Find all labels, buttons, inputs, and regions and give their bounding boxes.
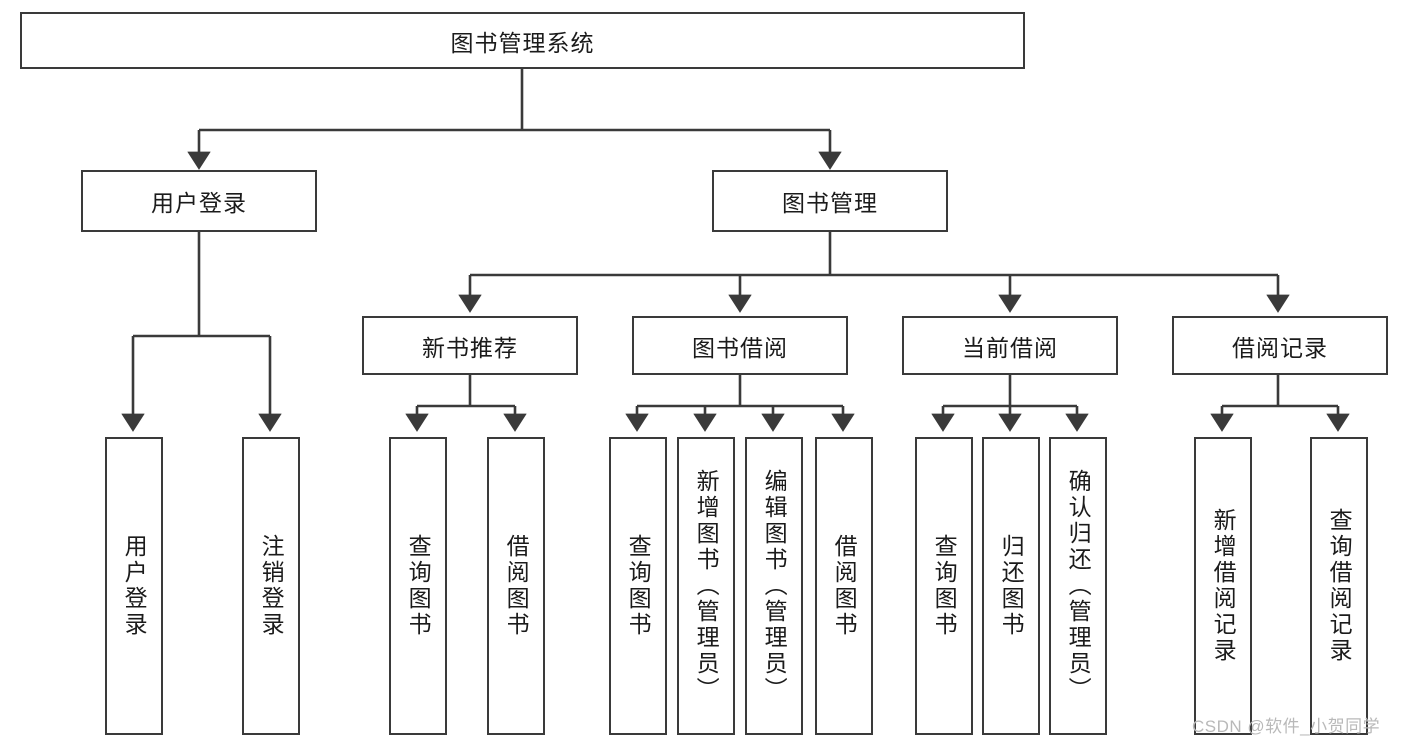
node-book-borrow-label: 图书借阅: [692, 334, 788, 361]
node-borrow-record[interactable]: 借阅记录: [1172, 316, 1388, 375]
leaf-label: 用户登录: [121, 534, 148, 638]
leaf-label: 查询图书: [405, 534, 432, 638]
node-new-book-recommend[interactable]: 新书推荐: [362, 316, 578, 375]
leaf-current-borrow-0[interactable]: 查询图书: [915, 437, 973, 735]
node-current-borrow[interactable]: 当前借阅: [902, 316, 1118, 375]
leaf-label: 归还图书: [998, 534, 1025, 638]
leaf-user-login-1[interactable]: 注销登录: [242, 437, 300, 735]
node-book-borrow[interactable]: 图书借阅: [632, 316, 848, 375]
node-user-login-label: 用户登录: [151, 190, 247, 216]
leaf-label: 借阅图书: [503, 534, 530, 638]
leaf-user-login-0[interactable]: 用户登录: [105, 437, 163, 735]
leaf-book-borrow-1[interactable]: 新增图书（管理员）: [677, 437, 735, 735]
leaf-label: 借阅图书: [831, 534, 858, 638]
leaf-label: 新增图书（管理员）: [693, 469, 720, 703]
leaf-book-borrow-0[interactable]: 查询图书: [609, 437, 667, 735]
node-current-borrow-label: 当前借阅: [962, 334, 1058, 361]
leaf-current-borrow-1[interactable]: 归还图书: [982, 437, 1040, 735]
leaf-new-book-recommend-0[interactable]: 查询图书: [389, 437, 447, 735]
node-borrow-record-label: 借阅记录: [1232, 334, 1328, 361]
leaf-book-borrow-2[interactable]: 编辑图书（管理员）: [745, 437, 803, 735]
node-new-book-recommend-label: 新书推荐: [422, 334, 518, 361]
node-root-label: 图书管理系统: [450, 29, 595, 56]
node-book-management[interactable]: 图书管理: [712, 170, 948, 232]
leaf-borrow-record-0[interactable]: 新增借阅记录: [1194, 437, 1252, 735]
leaf-label: 查询图书: [931, 534, 958, 638]
leaf-label: 查询借阅记录: [1326, 508, 1353, 664]
node-root[interactable]: 图书管理系统: [20, 12, 1025, 69]
leaf-label: 确认归还（管理员）: [1065, 469, 1092, 703]
leaf-label: 新增借阅记录: [1210, 508, 1237, 664]
node-book-management-label: 图书管理: [782, 190, 878, 216]
leaf-borrow-record-1[interactable]: 查询借阅记录: [1310, 437, 1368, 735]
leaf-current-borrow-2[interactable]: 确认归还（管理员）: [1049, 437, 1107, 735]
leaf-label: 查询图书: [625, 534, 652, 638]
leaf-book-borrow-3[interactable]: 借阅图书: [815, 437, 873, 735]
leaf-label: 注销登录: [258, 534, 285, 638]
leaf-new-book-recommend-1[interactable]: 借阅图书: [487, 437, 545, 735]
node-user-login[interactable]: 用户登录: [81, 170, 317, 232]
leaf-label: 编辑图书（管理员）: [761, 469, 788, 703]
